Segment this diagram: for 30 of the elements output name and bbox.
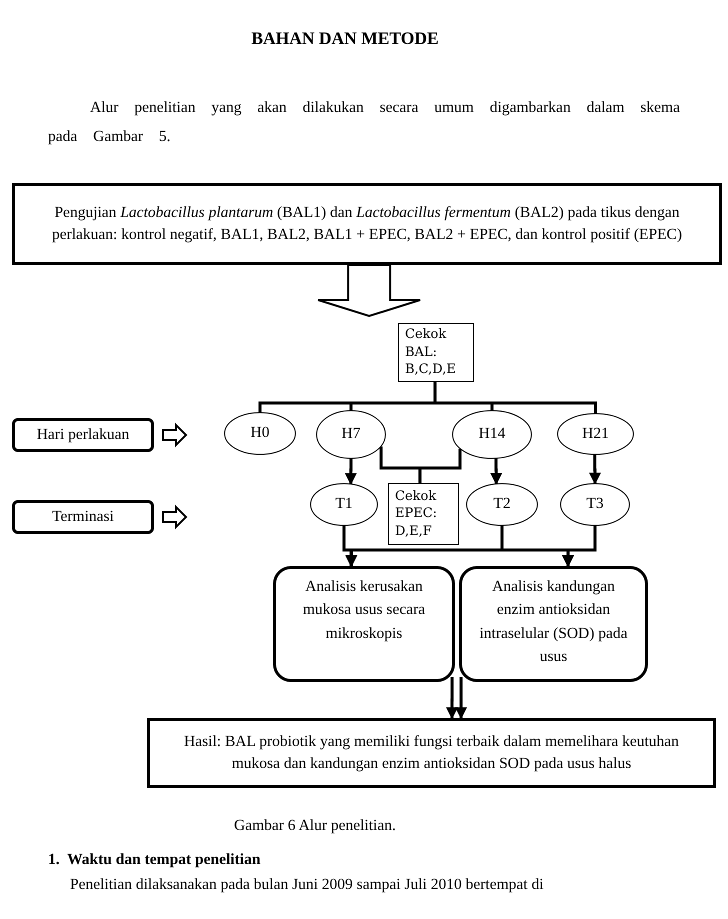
- day-ellipse: H7: [316, 410, 386, 459]
- intro-paragraph: Alur penelitian yang akan dilakukan secara umum digambarkan dalam skema pada Gambar 5.: [48, 98, 680, 147]
- termination-ellipse: T1: [310, 483, 378, 526]
- result-box: Hasil: BAL probiotik yang memiliki fungsi terbaik dalam memelihara keutuhan mukosa dan kandungan enzim antioksidan SOD pada usus halus: [147, 718, 716, 788]
- connector-line: [418, 448, 462, 483]
- arrow: [589, 454, 601, 485]
- block-arrow: [317, 264, 422, 318]
- termination-ellipse: T3: [560, 483, 630, 526]
- block-arrow: [162, 422, 188, 448]
- connector-line: [434, 382, 597, 414]
- note-box: Cekok BAL: B,C,D,E: [398, 323, 474, 382]
- day-ellipse: H14: [452, 410, 532, 459]
- arrow: [344, 458, 357, 486]
- row-label-box: Terminasi: [12, 500, 154, 534]
- arrow: [490, 458, 502, 485]
- arrow: [446, 677, 458, 720]
- note-box: Cekok EPEC: D,E,F: [388, 483, 459, 545]
- analysis-box: Analisis kerusakan mukosa usus secara mikroskopis: [273, 566, 455, 682]
- termination-ellipse: T2: [466, 483, 538, 526]
- process-box: Pengujian Lactobacillus plantarum (BAL1) dan Lactobacillus fermentum (BAL2) pada tikus dengan perlakuan: kontrol negatif, BAL1, BAL2, BAL1 + EPEC, BAL2 + EPEC, dan kontrol positif (EPEC): [12, 183, 722, 265]
- analysis-box: Analisis kandungan enzim antioksidan intraselular (SOD) pada usus: [459, 566, 648, 682]
- figure-caption: Gambar 6 Alur penelitian.: [234, 817, 397, 835]
- section-title: BAHAN DAN METODE: [250, 28, 440, 49]
- arrow: [455, 677, 468, 720]
- day-ellipse: H21: [557, 413, 634, 455]
- row-label-box: Hari perlakuan: [12, 418, 154, 452]
- day-ellipse: H0: [224, 412, 296, 455]
- block-arrow: [162, 504, 188, 530]
- subsection-heading: 1. Waktu dan tempat penelitian: [48, 851, 262, 869]
- body-text: Penelitian dilaksanakan pada bulan Juni 2009 sampai Juli 2010 bertempat di: [70, 876, 545, 894]
